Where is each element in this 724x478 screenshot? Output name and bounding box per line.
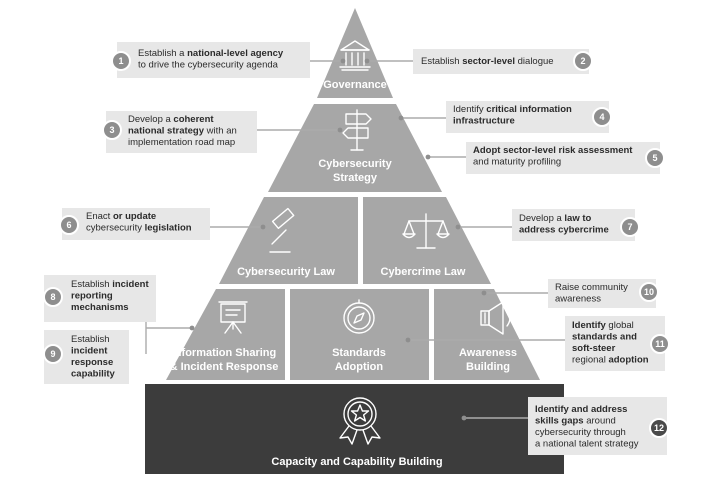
tier-label-strategy-line1: Cybersecurity [318,158,392,170]
callout-box [117,42,310,78]
tier-label-info-sharing-line2: & Incident Response [170,361,279,373]
callout-2: Establish sector-level dialogue 2 [413,49,593,74]
signpost-icon [342,109,372,151]
tier-label-standards-line2: Adoption [335,361,384,373]
callout-box [62,208,210,240]
callout-box [446,101,609,133]
number-badge [43,344,63,364]
callout-box [528,397,667,455]
award-ribbon-icon [339,397,381,445]
number-badge [639,282,659,302]
callout-text: Establish sector-level dialogue [421,56,554,67]
tier-label-strategy-line2: Strategy [333,172,378,184]
tier-label-standards-line1: Standards [332,347,386,359]
callout-box [413,49,589,74]
speaker-icon [480,301,511,335]
callout-box [548,279,656,308]
callout-box [106,111,257,153]
tier-label-capacity: Capacity and Capability Building [271,456,442,468]
tier-label-awareness-line2: Building [466,361,510,373]
government-building-icon [339,40,371,71]
tier-info-sharing [166,289,285,380]
number-badge-label: 2 [580,56,585,66]
tier-governance [317,8,393,98]
number-badge-label: 5 [652,153,657,163]
number-badge [59,215,79,235]
callout-box [512,209,635,241]
number-badge-label: 8 [50,292,55,302]
tier-standards [290,289,429,380]
compass-icon [343,299,375,334]
callout-box [466,142,660,174]
leader-lines [145,60,565,419]
presentation-board-icon [218,301,248,334]
scales-of-justice-icon [402,213,450,249]
callout-box [565,316,665,371]
tier-awareness [434,289,540,380]
number-badge-label: 3 [109,125,114,135]
number-badge-label: 12 [654,423,664,433]
number-badge-label: 9 [50,349,55,359]
tier-label-awareness-line1: Awareness [459,347,517,359]
number-badge [43,287,63,307]
tier-label-law: Cybersecurity Law [237,266,335,278]
number-badge-label: 1 [118,56,123,66]
number-badge-label: 4 [599,112,604,122]
leader-dots [189,58,487,421]
tier-label-info-sharing-line1: Information Sharing [172,347,277,359]
tier-law [219,197,358,284]
number-badge [645,148,665,168]
tier-label-crime-law: Cybercrime Law [381,266,466,278]
number-badge [650,334,670,354]
tier-label-governance: Governance [323,79,387,91]
tier-strategy [268,104,442,192]
number-badge-label: 6 [66,220,71,230]
number-badge-label: 7 [627,222,632,232]
gavel-icon [269,207,295,253]
number-badge [111,51,131,71]
number-badge [620,217,640,237]
tier-crime-law [363,197,491,284]
number-badge [102,120,122,140]
number-badge [649,418,669,438]
number-badge [592,107,612,127]
number-badge [573,51,593,71]
number-badge-label: 11 [655,339,665,349]
number-badge-label: 10 [644,287,654,297]
